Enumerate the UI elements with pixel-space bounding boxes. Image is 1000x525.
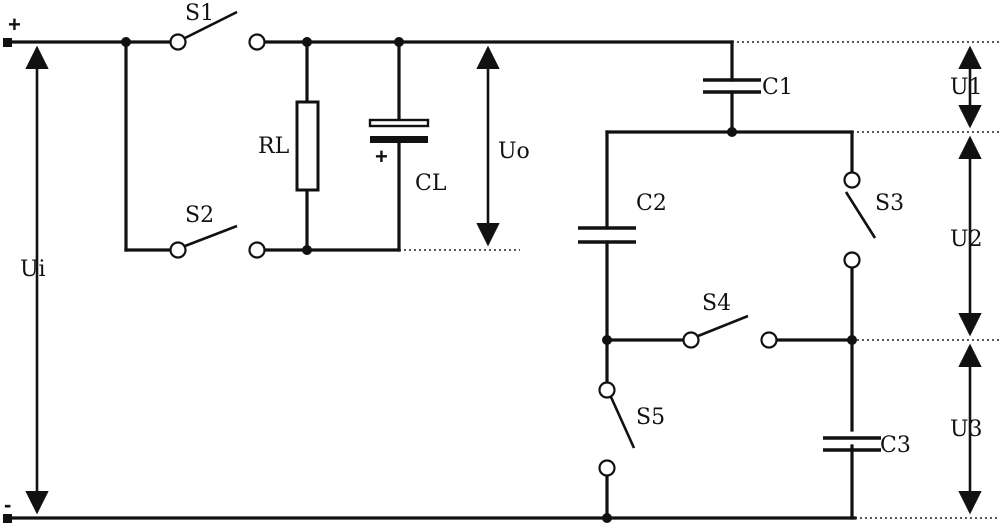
plus-sign: + bbox=[8, 12, 21, 37]
minus-sign: - bbox=[4, 492, 11, 517]
label-c1: C1 bbox=[762, 75, 793, 100]
capacitor-cl bbox=[368, 118, 430, 143]
label-s3: S3 bbox=[875, 191, 904, 216]
switch-s5 bbox=[598, 381, 636, 477]
label-ui: Ui bbox=[20, 257, 46, 282]
switch-s2 bbox=[169, 224, 266, 259]
label-u1: U1 bbox=[950, 75, 983, 100]
label-uo: Uo bbox=[498, 139, 530, 164]
label-c3: C3 bbox=[880, 433, 911, 458]
capacitor-c1 bbox=[703, 78, 761, 94]
switch-s4 bbox=[682, 314, 778, 349]
cl-polarity-sign: + bbox=[375, 144, 388, 169]
resistor-rl bbox=[295, 100, 320, 192]
label-s4: S4 bbox=[702, 291, 731, 316]
plus-terminal bbox=[3, 38, 12, 47]
reference-lines bbox=[399, 41, 1000, 519]
label-u2: U2 bbox=[950, 227, 983, 252]
label-s1: S1 bbox=[185, 1, 214, 26]
switch-s1 bbox=[169, 10, 266, 51]
label-rl: RL bbox=[258, 134, 290, 159]
switch-s3 bbox=[843, 171, 877, 269]
label-cl: CL bbox=[415, 171, 447, 196]
junction-nodes bbox=[121, 37, 857, 523]
capacitor-c3 bbox=[823, 436, 881, 452]
label-s5: S5 bbox=[636, 405, 665, 430]
wiring bbox=[6, 40, 857, 520]
label-c2: C2 bbox=[636, 191, 667, 216]
minus-terminal bbox=[3, 514, 12, 523]
label-s2: S2 bbox=[185, 203, 214, 228]
label-u3: U3 bbox=[950, 417, 983, 442]
capacitor-c2 bbox=[578, 226, 636, 244]
